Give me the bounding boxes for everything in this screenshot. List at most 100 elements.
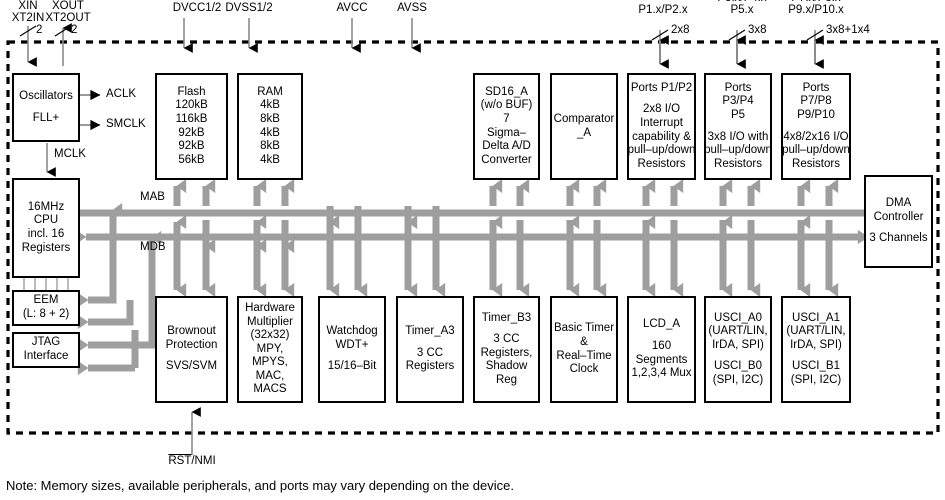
label-mdb-bus: MDB bbox=[140, 241, 166, 253]
block-timer-a3[interactable]: Timer_A3 3 CC Registers bbox=[396, 296, 464, 403]
timer-a3-line-1: Timer_A3 bbox=[405, 325, 455, 338]
cpu-line-1: 16MHz bbox=[27, 200, 65, 213]
block-timer-b3[interactable]: Timer_B3 3 CC Registers, Shadow Reg bbox=[473, 296, 540, 403]
sd16a-line-2: (w/o BUF) bbox=[480, 99, 533, 112]
block-oscillators[interactable]: Oscillators FLL+ bbox=[12, 73, 80, 142]
timer-b3-line-3: Registers, bbox=[480, 346, 533, 359]
block-usci-a0-b0[interactable]: USCI_A0 (UART/LIN, IrDA, SPI) USCI_B0 (S… bbox=[704, 296, 772, 403]
block-comparator-a[interactable]: Comparator _A bbox=[550, 73, 618, 180]
ports-p3p5-line-1: Ports bbox=[724, 81, 752, 94]
block-eem[interactable]: EEM (L: 8 + 2) bbox=[12, 290, 80, 326]
label-xout-width: 2 bbox=[71, 24, 78, 36]
label-smclk: SMCLK bbox=[106, 118, 146, 130]
ram-line-6: 4kB bbox=[260, 153, 280, 166]
ports-p7p10-line-6: Resistors bbox=[792, 157, 840, 170]
basic-timer-line-2: & bbox=[580, 335, 588, 348]
label-mab-bus: MAB bbox=[140, 191, 165, 203]
dma-line-2: Controller bbox=[873, 210, 924, 223]
label-port-p3p5-width: 3x8 bbox=[748, 24, 767, 36]
jtag-line-1: JTAG bbox=[31, 336, 61, 349]
ports-p3p5-line-5: pull–up/down bbox=[704, 144, 772, 157]
eem-line-1: EEM bbox=[33, 294, 59, 307]
label-port-p1p2-width: 2x8 bbox=[671, 24, 690, 36]
ports-p3p5-line-6: Resistors bbox=[714, 157, 762, 170]
label-aclk: ACLK bbox=[106, 88, 137, 100]
block-usci-a1-b1[interactable]: USCI_A1 (UART/LIN, IrDA, SPI) USCI_B1 (S… bbox=[781, 296, 851, 403]
brownout-line-3: SVS/SVM bbox=[165, 360, 218, 373]
timer-b3-line-1: Timer_B3 bbox=[481, 311, 532, 324]
block-lcd-a[interactable]: LCD_A 160 Segments 1,2,3,4 Mux bbox=[627, 296, 696, 403]
ports-p1p2-line-6: Resistors bbox=[637, 157, 686, 170]
ports-p1p2-line-3: Interrupt bbox=[640, 116, 683, 129]
block-dma-controller[interactable]: DMA Controller 3 Channels bbox=[864, 175, 933, 268]
comparator-line-2: _A bbox=[576, 126, 592, 139]
hwmult-line-4: MPY, bbox=[256, 342, 284, 355]
comparator-line-1: Comparator bbox=[553, 112, 615, 125]
flash-line-6: 56kB bbox=[178, 153, 205, 166]
sd16a-line-1: SD16_A bbox=[485, 85, 528, 98]
label-port-p7p10: P7.x/P8.xP9.x/P10.x bbox=[788, 0, 844, 16]
timer-b3-line-2: 3 CC bbox=[493, 333, 520, 346]
flash-line-3: 116kB bbox=[175, 112, 208, 125]
usci1-line-5: (SPI, I2C) bbox=[790, 373, 842, 386]
block-ports-p3-p5[interactable]: Ports P3/P4 P5 3x8 I/O with pull–up/down… bbox=[704, 73, 772, 180]
ports-p1p2-line-5: pull–up/down bbox=[627, 144, 696, 157]
label-mclk: MCLK bbox=[54, 148, 86, 160]
block-hardware-multiplier[interactable]: Hardware Multiplier (32x32) MPY, MPYS, M… bbox=[237, 296, 303, 403]
ports-p1p2-line-4: capability & bbox=[632, 130, 691, 143]
block-flash[interactable]: Flash 120kB 116kB 92kB 92kB 56kB bbox=[155, 73, 228, 180]
label-port-p3p5: P3.x/P4.xP5.x bbox=[717, 0, 766, 16]
ports-p7p10-line-2: P7/P8 bbox=[800, 95, 832, 108]
ram-line-1: RAM bbox=[257, 85, 283, 98]
block-ram[interactable]: RAM 4kB 8kB 4kB 8kB 4kB bbox=[237, 73, 303, 180]
timer-b3-line-5: Reg bbox=[495, 373, 518, 386]
ports-p7p10-line-4: 4x8/2x16 I/O bbox=[783, 130, 849, 143]
diagram-note: Note: Memory sizes, available peripheral… bbox=[6, 478, 514, 493]
hwmult-line-1: Hardware bbox=[245, 302, 295, 315]
usci1-line-4: USCI_B1 bbox=[792, 360, 840, 373]
block-basic-timer-rtc[interactable]: Basic Timer & Real–Time Clock bbox=[550, 296, 618, 403]
hwmult-line-7: MACS bbox=[253, 383, 287, 396]
brownout-line-1: Brownout bbox=[167, 325, 216, 338]
ports-p3p5-line-3: P5 bbox=[730, 108, 746, 121]
block-ports-p1-p2[interactable]: Ports P1/P2 2x8 I/O Interrupt capability… bbox=[627, 73, 696, 180]
basic-timer-line-1: Basic Timer bbox=[553, 322, 615, 335]
cpu-line-4: Registers bbox=[21, 241, 71, 254]
ports-p7p10-line-5: pull–up/down bbox=[782, 144, 850, 157]
label-avcc: AVCC bbox=[336, 2, 368, 14]
watchdog-line-3: 15/16–Bit bbox=[327, 360, 377, 373]
cpu-line-3: incl. 16 bbox=[27, 228, 65, 240]
lcd-a-line-3: Segments bbox=[635, 353, 688, 366]
usci0-line-1: USCI_A0 bbox=[714, 311, 762, 324]
ports-p7p10-line-1: Ports bbox=[802, 81, 830, 94]
hwmult-line-5: MPYS, bbox=[252, 356, 288, 369]
block-cpu[interactable]: 16MHz CPU incl. 16 Registers bbox=[12, 178, 80, 278]
ram-line-4: 4kB bbox=[260, 126, 280, 139]
eem-line-2: (L: 8 + 2) bbox=[22, 308, 70, 320]
lcd-a-line-2: 160 bbox=[651, 339, 672, 352]
label-rst-nmi: RST/NMI bbox=[168, 455, 216, 467]
label-port-p1p2: P1.x/P2.x bbox=[638, 4, 688, 16]
label-avss: AVSS bbox=[397, 2, 427, 14]
block-watchdog[interactable]: Watchdog WDT+ 15/16–Bit bbox=[318, 296, 386, 403]
timer-b3-line-4: Shadow bbox=[485, 360, 528, 373]
block-ports-p7-p10[interactable]: Ports P7/P8 P9/P10 4x8/2x16 I/O pull–up/… bbox=[781, 73, 851, 180]
dma-line-3: 3 Channels bbox=[869, 232, 928, 245]
watchdog-line-2: WDT+ bbox=[335, 338, 369, 351]
usci0-line-4: USCI_B0 bbox=[714, 360, 762, 373]
jtag-line-2: Interface bbox=[23, 350, 69, 362]
block-jtag-interface[interactable]: JTAG Interface bbox=[12, 332, 80, 368]
ports-p7p10-line-3: P9/P10 bbox=[797, 108, 835, 121]
usci1-line-1: USCI_A1 bbox=[792, 311, 840, 324]
ports-p1p2-line-2: 2x8 I/O bbox=[642, 103, 681, 116]
label-dvcc: DVCC1/2 bbox=[172, 2, 222, 14]
block-brownout-protection[interactable]: Brownout Protection SVS/SVM bbox=[155, 296, 228, 403]
oscillators-line-2: FLL+ bbox=[32, 111, 60, 124]
timer-a3-line-2: 3 CC bbox=[416, 346, 444, 359]
hwmult-line-6: MAC, bbox=[255, 369, 285, 382]
label-port-p7p10-width: 3x8+1x4 bbox=[826, 24, 870, 36]
block-sd16a[interactable]: SD16_A (w/o BUF) 7 Sigma– Delta A/D Conv… bbox=[473, 73, 540, 180]
